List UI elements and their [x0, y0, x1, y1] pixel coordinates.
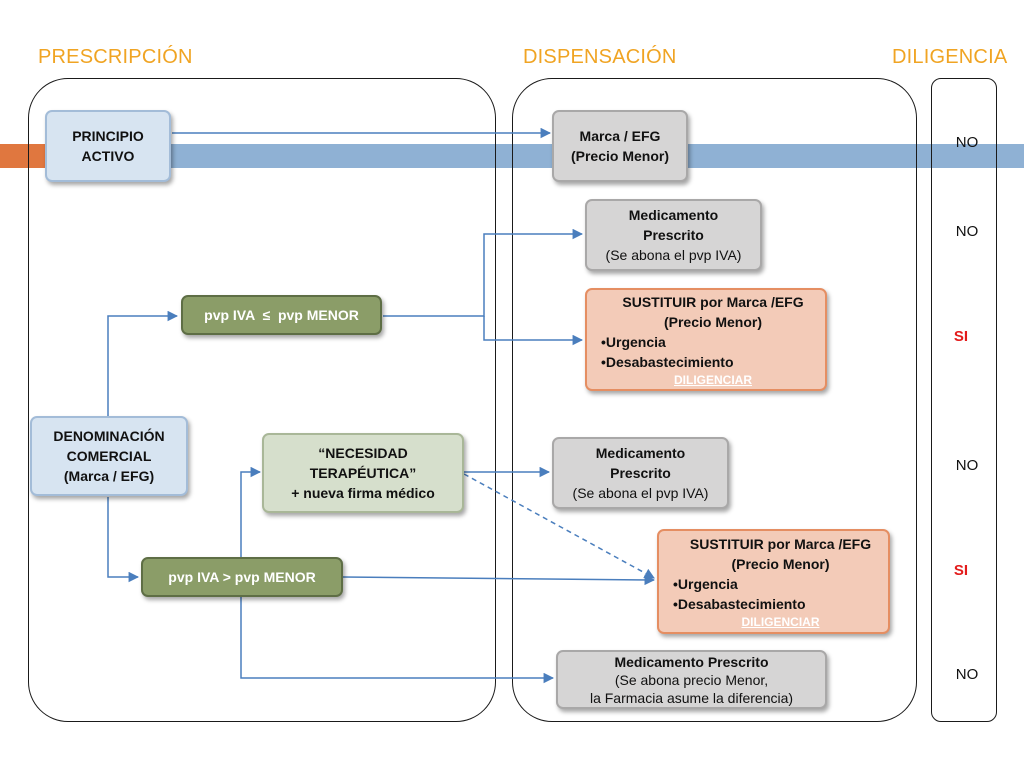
- box-denominacion-comercial: DENOMINACIÓN COMERCIAL (Marca / EFG): [30, 416, 188, 496]
- principio-activo-line1: PRINCIPIO: [72, 128, 144, 144]
- header-prescripcion: PRESCRIPCIÓN: [38, 46, 193, 68]
- box-necesidad-terapeutica: “NECESIDAD TERAPÉUTICA” + nueva firma mé…: [262, 433, 464, 513]
- panel-dispensacion: [512, 78, 917, 722]
- necesidad-line3: + nueva firma médico: [291, 485, 435, 501]
- diligencia-value-6: NO: [955, 666, 979, 683]
- sustituir2-title1: SUSTITUIR por Marca /EFG: [689, 535, 872, 552]
- diligencia-value-1: NO: [955, 134, 979, 151]
- diligencia-value-4: NO: [955, 457, 979, 474]
- arrow-pvp-menor-to-med1: [383, 228, 584, 317]
- marca-efg-line2: (Precio Menor): [570, 148, 669, 164]
- header-dispensacion: DISPENSACIÓN: [523, 46, 677, 68]
- med2-line1: Medicamento: [595, 445, 686, 461]
- box-principio-activo: PRINCIPIO ACTIVO: [45, 110, 171, 182]
- med2-line2: Prescrito: [610, 465, 671, 481]
- panel-diligencia: [931, 78, 997, 722]
- pvp-menor-igual-label: pvp IVA ≤ pvp MENOR: [204, 307, 359, 323]
- necesidad-line1: “NECESIDAD: [318, 445, 408, 461]
- diligencia-value-2: NO: [955, 223, 979, 240]
- marca-efg-line1: Marca / EFG: [579, 128, 661, 144]
- arrow-denominacion-to-pvp-mayor: [107, 497, 140, 583]
- box-pvp-mayor: pvp IVA > pvp MENOR: [141, 557, 343, 597]
- diligenciar-link-2[interactable]: DILIGENCIAR: [741, 614, 820, 629]
- panel-prescripcion: [28, 78, 496, 722]
- arrow-denominacion-to-pvp-menor: [107, 310, 179, 416]
- box-sustituir-2: SUSTITUIR por Marca /EFG (Precio Menor) …: [657, 529, 890, 634]
- diligenciar-link-1[interactable]: DILIGENCIAR: [674, 372, 752, 387]
- arrow-pvp-mayor-to-med3: [240, 597, 555, 684]
- sustituir1-title1: SUSTITUIR por Marca /EFG: [622, 293, 804, 310]
- med1-line1: Medicamento: [628, 207, 719, 223]
- arrow-pvp-menor-to-sustituir1: [483, 316, 584, 346]
- diligencia-value-5: SI: [953, 562, 969, 579]
- med3-line2: (Se abona precio Menor,: [614, 671, 769, 688]
- med3-line1: Medicamento Prescrito: [614, 653, 769, 670]
- sustituir2-item-desabastecimiento: •Desabastecimiento: [673, 595, 806, 612]
- arrow-necesidad-to-sustituir2-dashed: [463, 473, 655, 579]
- denominacion-line2: COMERCIAL: [66, 448, 152, 464]
- sustituir2-item-urgencia: •Urgencia: [673, 575, 738, 592]
- band-left-accent: [0, 144, 46, 168]
- med2-line3: (Se abona el pvp IVA): [572, 485, 709, 501]
- box-medicamento-prescrito-3: Medicamento Prescrito (Se abona precio M…: [556, 650, 827, 709]
- arrow-pvp-mayor-to-sustituir2: [342, 574, 656, 586]
- diligencia-value-3: SI: [953, 328, 969, 345]
- arrow-pvp-mayor-to-necesidad: [240, 466, 262, 558]
- box-marca-efg: Marca / EFG (Precio Menor): [552, 110, 688, 182]
- band-blue: [46, 144, 1024, 168]
- med1-line2: Prescrito: [643, 227, 704, 243]
- med1-line3: (Se abona el pvp IVA): [605, 247, 742, 263]
- box-medicamento-prescrito-1: Medicamento Prescrito (Se abona el pvp I…: [585, 199, 762, 271]
- box-sustituir-1: SUSTITUIR por Marca /EFG (Precio Menor) …: [585, 288, 827, 391]
- med3-line3: la Farmacia asume la diferencia): [589, 689, 794, 706]
- box-medicamento-prescrito-2: Medicamento Prescrito (Se abona el pvp I…: [552, 437, 729, 509]
- pvp-mayor-label: pvp IVA > pvp MENOR: [168, 569, 316, 585]
- header-diligencia: DILIGENCIA: [892, 46, 1008, 68]
- denominacion-line1: DENOMINACIÓN: [53, 428, 165, 444]
- principio-activo-line2: ACTIVO: [81, 148, 135, 164]
- sustituir1-item-urgencia: •Urgencia: [601, 333, 666, 350]
- box-pvp-menor-igual: pvp IVA ≤ pvp MENOR: [181, 295, 382, 335]
- necesidad-line2: TERAPÉUTICA”: [309, 465, 417, 481]
- sustituir1-item-desabastecimiento: •Desabastecimiento: [601, 353, 734, 370]
- denominacion-line3: (Marca / EFG): [63, 468, 155, 484]
- sustituir2-title2: (Precio Menor): [731, 555, 830, 572]
- sustituir1-title2: (Precio Menor): [663, 313, 762, 330]
